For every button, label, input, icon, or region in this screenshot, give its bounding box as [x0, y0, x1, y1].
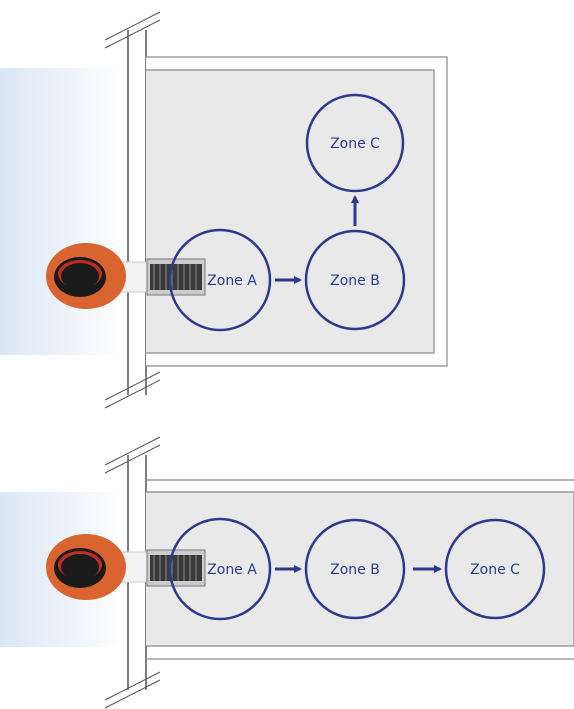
conveyor — [146, 258, 206, 296]
wall-break-mark — [104, 436, 161, 466]
zone-b-label: Zone B — [330, 562, 380, 578]
zone-c-label: Zone C — [470, 562, 520, 578]
zone-a-label: Zone A — [207, 562, 257, 578]
zone-b-label: Zone B — [330, 273, 380, 289]
outside-area — [0, 68, 128, 355]
zone-b: Zone B — [304, 229, 406, 331]
zone-c-label: Zone C — [330, 136, 380, 152]
layout-diagram-bottom: Zone A Zone B Zone C — [0, 436, 574, 709]
zone-a: Zone A — [168, 228, 272, 332]
conveyor — [146, 549, 206, 587]
room — [146, 56, 448, 367]
zone-c: Zone C — [305, 93, 405, 193]
zone-a: Zone A — [168, 517, 272, 621]
layout-diagram-top: Zone A Zone B Zone C — [0, 11, 448, 409]
zone-a-label: Zone A — [207, 273, 257, 289]
zone-b: Zone B — [304, 518, 406, 620]
wall-break-mark — [104, 11, 161, 41]
zone-c: Zone C — [444, 518, 546, 620]
